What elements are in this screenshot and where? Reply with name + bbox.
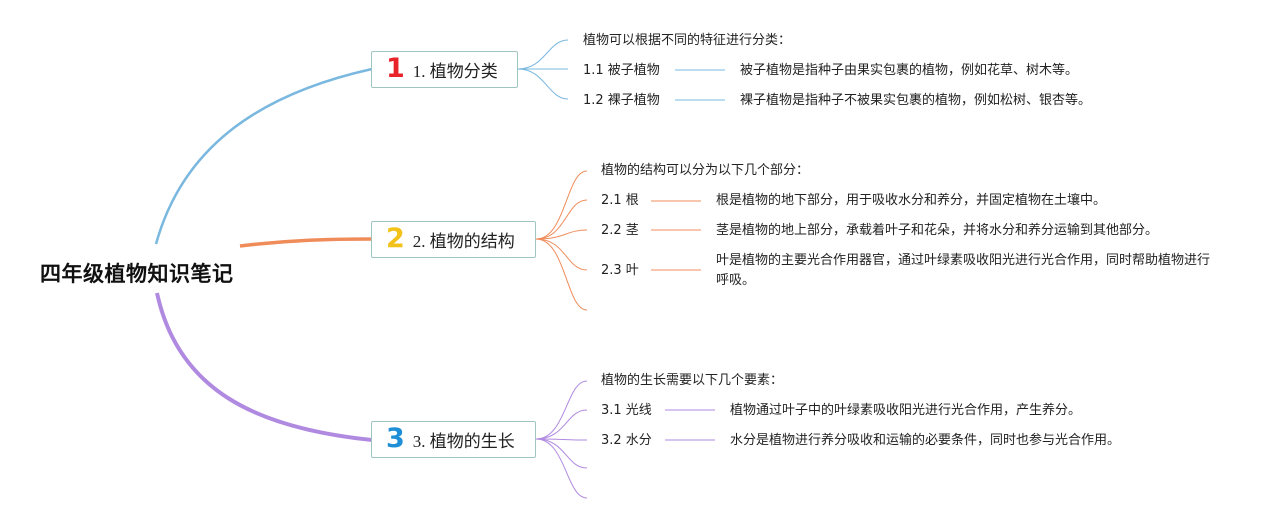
leaf-description: 裸子植物是指种子不被果实包裹的植物，例如松树、银杏等。 [740, 93, 1092, 108]
number-three-icon: 3 [386, 423, 405, 454]
branch-2-fan-line [535, 170, 588, 240]
branch-label: 2. 植物的结构 [412, 232, 515, 251]
root-connector-1 [154, 67, 373, 245]
branch-node-growth[interactable]: 3 3. 植物的生长 [371, 421, 536, 458]
root-topic[interactable]: 四年级植物知识笔记 [40, 262, 234, 286]
leaf-description: 叶是植物的主要光合作用器官，通过叶绿素吸收阳光进行光合作用，同时帮助植物进行呼吸… [716, 253, 1211, 288]
number-one-icon: 1 [386, 53, 405, 84]
leaf-description: 根是植物的地下部分，用于吸收水分和养分，并固定植物在土壤中。 [716, 193, 1107, 208]
branch-intro-note: 植物的结构可以分为以下几个部分： [601, 163, 810, 178]
branch-2-fan-line [535, 199, 588, 240]
branch-label: 3. 植物的生长 [412, 432, 515, 451]
leaf-description: 水分是植物进行养分吸收和运输的必要条件，同时也参与光合作用。 [730, 433, 1121, 448]
branch-2-fan [535, 170, 701, 311]
branch-3-fan-line [535, 438, 588, 441]
branch-node-structure[interactable]: 2 2. 植物的结构 [371, 221, 536, 258]
leaf-node-stem[interactable]: 2.2 茎 [601, 223, 639, 238]
branch-1-fan-line [517, 68, 569, 100]
leaf-node-water[interactable]: 3.2 水分 [601, 433, 652, 448]
branch-node-classification[interactable]: 1 1. 植物分类 [371, 51, 518, 88]
leaf-node-gymnosperm[interactable]: 1.2 裸子植物 [583, 93, 660, 108]
branch-3-fan [535, 380, 715, 499]
branch-3-fan-line [535, 438, 588, 499]
leaf-description: 被子植物是指种子由果实包裹的植物，例如花草、树木等。 [740, 63, 1079, 78]
branch-1-fan [517, 39, 725, 101]
leaf-description: 植物通过叶子中的叶绿素吸收阳光进行光合作用，产生养分。 [730, 403, 1082, 418]
leaf-node-root[interactable]: 2.1 根 [601, 193, 639, 208]
branch-3-fan-line [535, 380, 588, 440]
leaf-node-angiosperm[interactable]: 1.1 被子植物 [583, 63, 660, 78]
root-connector-2 [239, 237, 373, 248]
leaf-node-light[interactable]: 3.1 光线 [601, 403, 652, 418]
number-two-icon: 2 [386, 223, 405, 254]
branch-2-fan-line [535, 238, 588, 271]
branch-3-fan-line [535, 409, 588, 440]
branch-2-fan-line [535, 238, 588, 311]
branch-label: 1. 植物分类 [412, 62, 498, 81]
root-connector-3 [155, 292, 373, 442]
leaf-node-leaf[interactable]: 2.3 叶 [601, 263, 639, 278]
branch-intro-note: 植物可以根据不同的特征进行分类： [583, 33, 792, 48]
branch-2-fan-line [535, 229, 588, 240]
leaf-description: 茎是植物的地上部分，承载着叶子和花朵，并将水分和养分运输到其他部分。 [716, 223, 1159, 238]
branch-3-fan-line [535, 438, 588, 469]
branch-intro-note: 植物的生长需要以下几个要素： [601, 373, 784, 388]
branch-1-fan-line [517, 39, 569, 70]
